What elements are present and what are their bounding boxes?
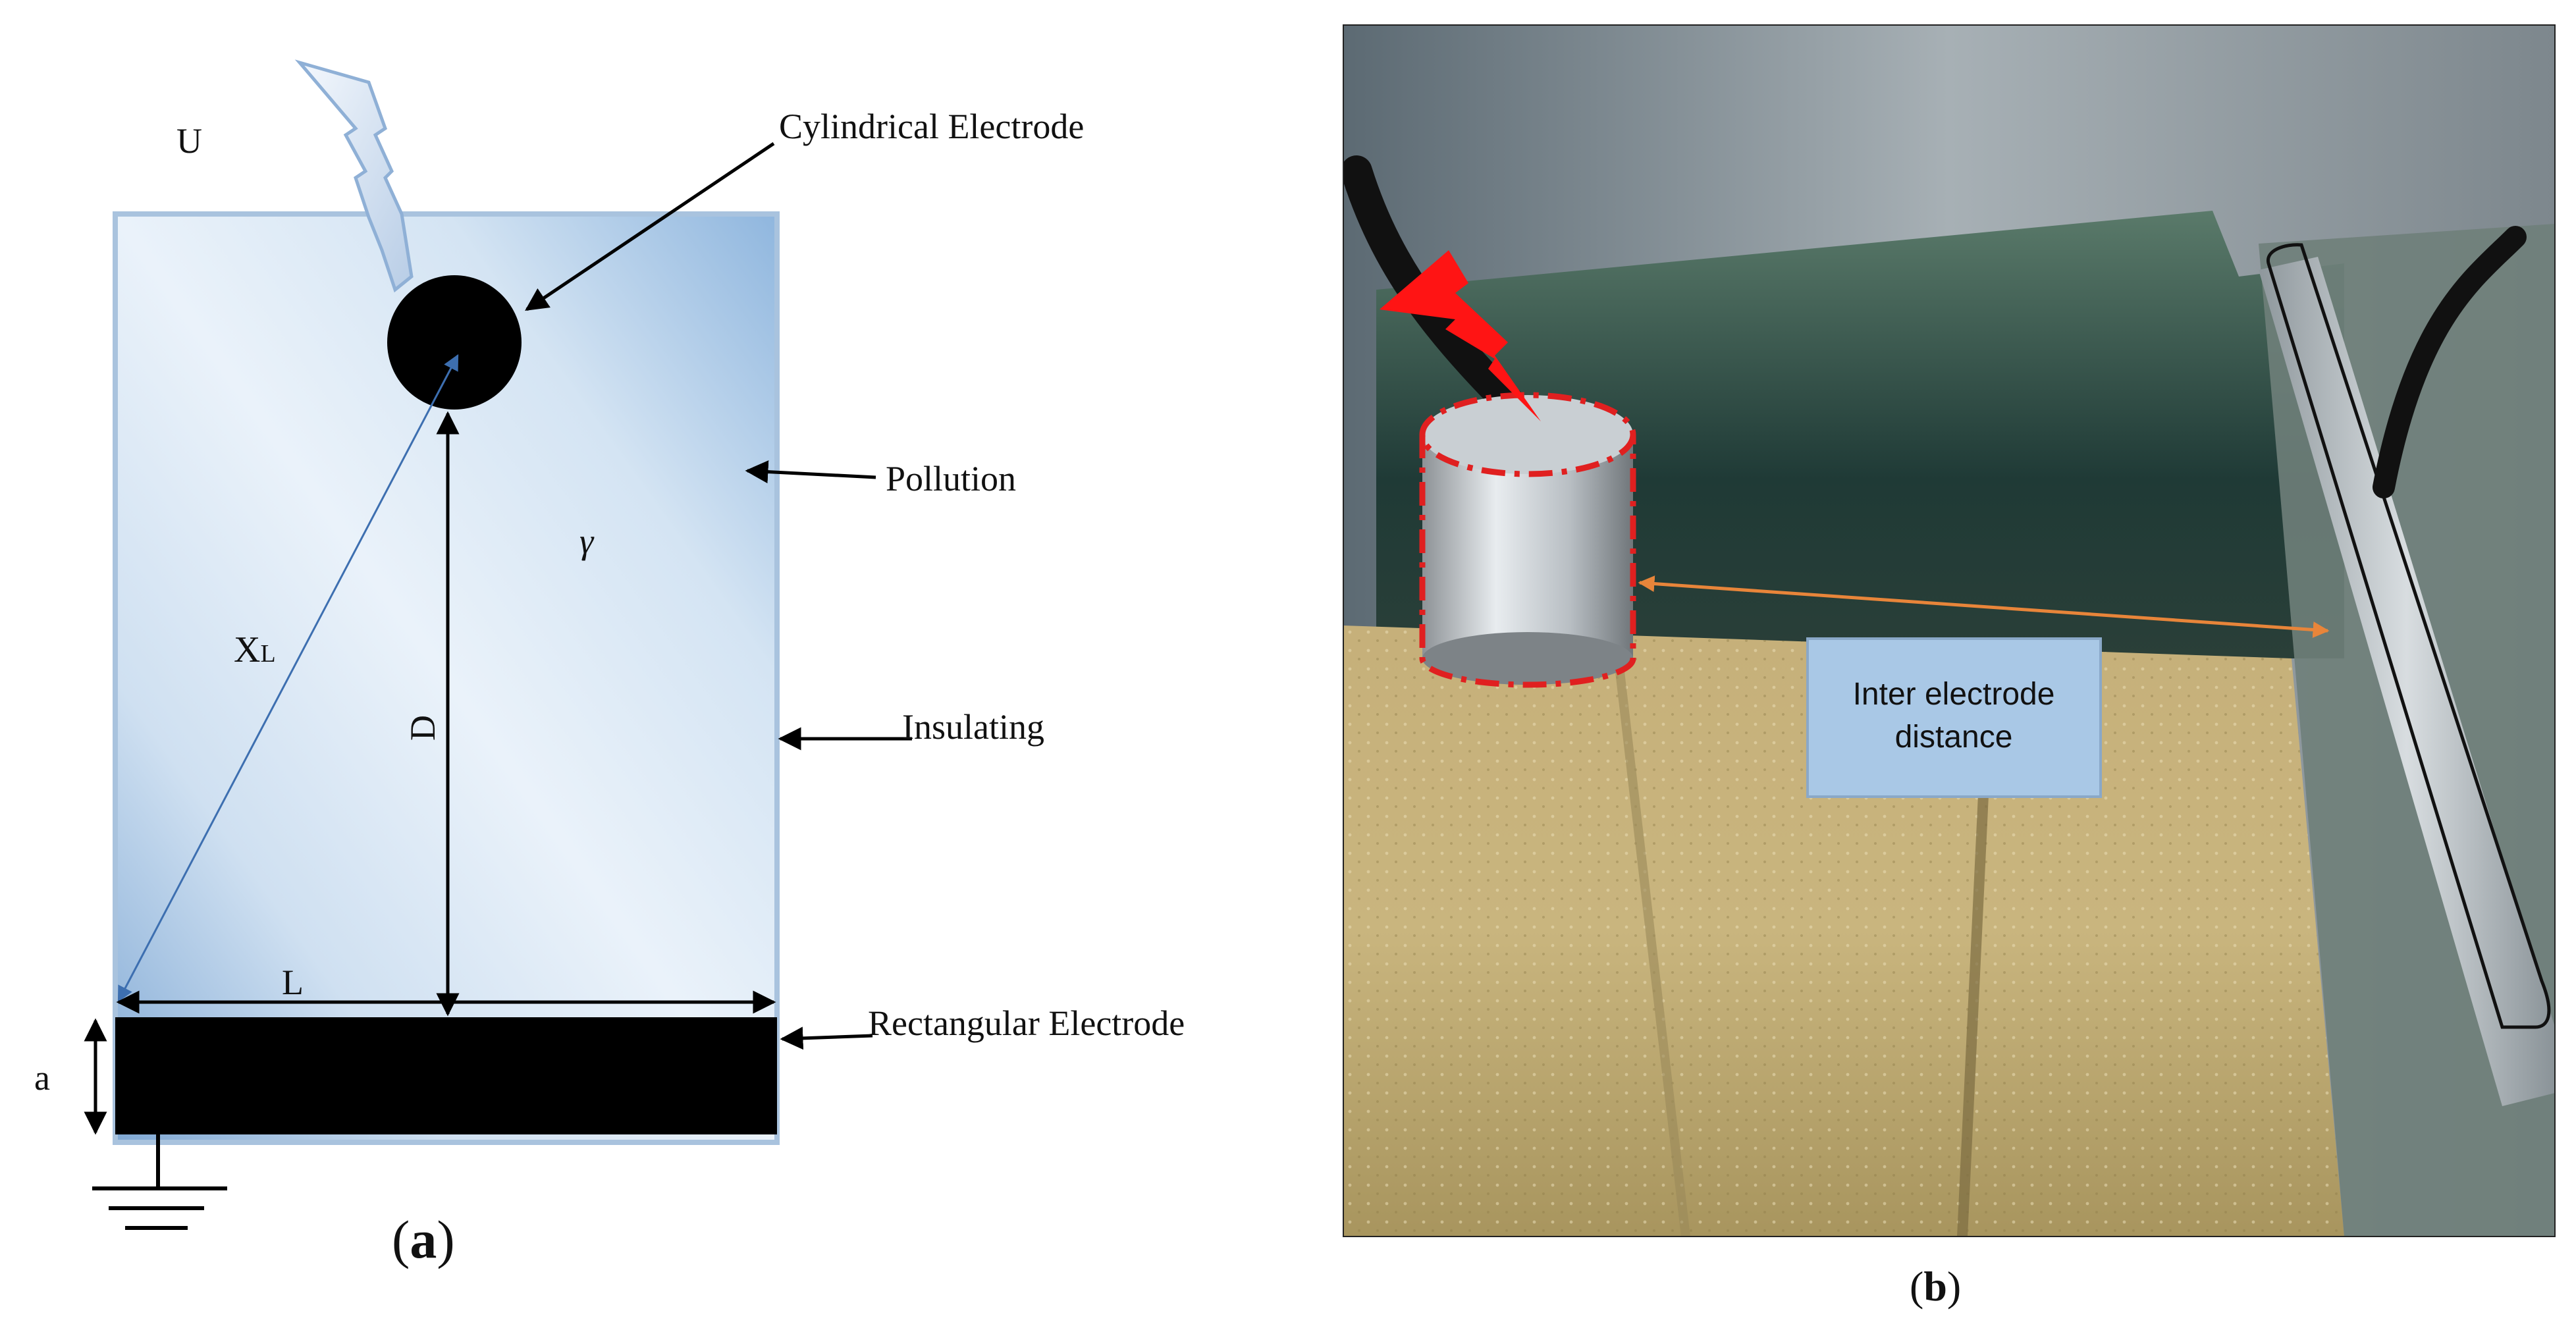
photo-frame: [1343, 24, 2556, 1237]
panel-a-caption: (a): [392, 1210, 455, 1269]
panel-a-caption-close: ): [437, 1210, 454, 1269]
cyl-electrode-pointer: [525, 142, 775, 311]
cylindrical-electrode-photo: [1419, 392, 1636, 688]
pollution-label: Pollution: [886, 459, 1016, 498]
distance-d-label: D: [403, 715, 443, 741]
inter-electrode-distance-arrow: [1638, 575, 2330, 638]
panel-a-diagram: U Cylindrical Electrode Pollution γ XL D…: [34, 59, 1185, 1269]
panel-b-caption-open: (: [1910, 1263, 1923, 1310]
thickness-a-label: a: [34, 1058, 50, 1098]
leakage-xl-main: X: [234, 629, 260, 670]
inter-electrode-callout: [1806, 637, 2102, 798]
length-l-label: L: [282, 963, 304, 1002]
leakage-xl-subscript: L: [260, 640, 275, 668]
leakage-xl-label: XL: [234, 629, 276, 670]
voltage-label: U: [176, 121, 202, 161]
cylindrical-electrode: [387, 275, 522, 410]
callout-line-1: Inter electrode: [1853, 677, 2055, 712]
panel-a-caption-open: (: [392, 1210, 410, 1269]
conductivity-gamma-label: γ: [579, 521, 595, 561]
rectangular-electrode-outline: [2267, 243, 2551, 1029]
pollution-pointer: [745, 460, 876, 484]
ground-icon: [92, 1134, 227, 1230]
rectangular-electrode-label: Rectangular Electrode: [868, 1003, 1185, 1043]
callout-line-2: distance: [1895, 720, 2013, 755]
rectangular-electrode: [115, 1017, 777, 1134]
panel-b-caption-letter: b: [1923, 1263, 1947, 1310]
rect-electrode-pointer: [780, 1026, 873, 1050]
panel-a-caption-letter: a: [410, 1210, 437, 1269]
cylindrical-electrode-label: Cylindrical Electrode: [779, 107, 1084, 146]
lightning-bolt-icon: [294, 59, 414, 293]
leakage-distance-xl-arrow: [117, 354, 459, 1003]
panel-b-photo: Inter electrode distance: [1343, 25, 2555, 1237]
red-lightning-bolt-icon: [1380, 250, 1541, 421]
wall-streak: [1615, 671, 1690, 1237]
right-cable: [2373, 226, 2527, 498]
insulating-label: Insulating: [902, 707, 1044, 747]
panel-b-caption-close: ): [1947, 1263, 1961, 1310]
panel-b-caption: (b): [1910, 1263, 1961, 1310]
